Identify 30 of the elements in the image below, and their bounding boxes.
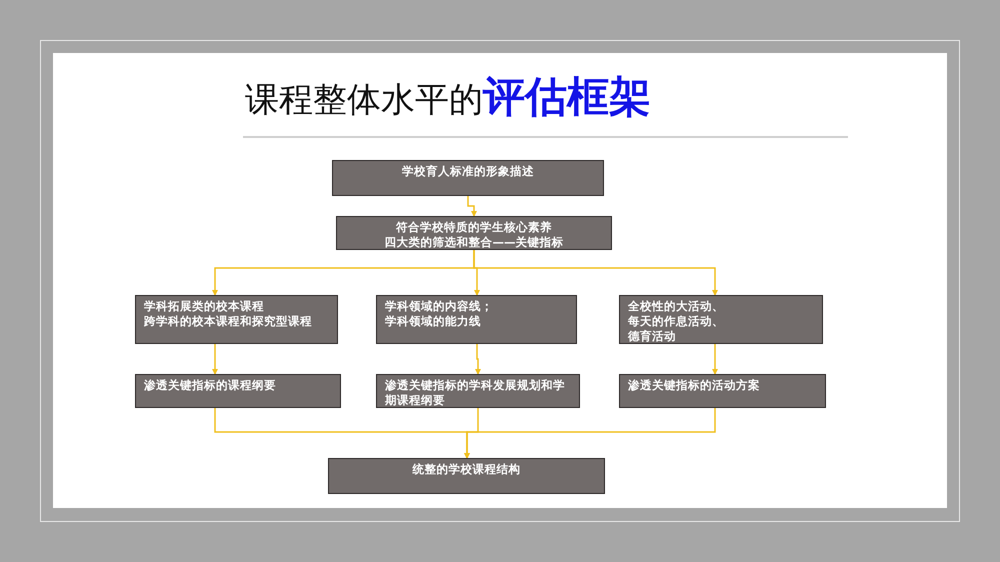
process-box: [619, 295, 823, 344]
process-box: [376, 295, 577, 344]
box-label: 符合学校特质的学生核心素养: [395, 220, 553, 235]
box-label: 学科领域的能力线: [385, 314, 482, 329]
box-label: 德育活动: [628, 329, 677, 344]
process-box: [376, 374, 580, 408]
arrow: [712, 344, 718, 375]
box-label: 每天的作息活动、: [628, 314, 725, 329]
process-box: [619, 374, 826, 408]
box-label: 渗透关键指标的学科发展规划和学期课程纲要: [385, 378, 566, 408]
process-box: [135, 295, 338, 344]
process-box: [135, 374, 341, 408]
arrow: [212, 344, 218, 375]
box-label: 学科领域的内容线；: [385, 299, 494, 314]
box-label: 渗透关键指标的活动方案: [628, 378, 761, 393]
box-label: 全校性的大活动、: [628, 299, 725, 314]
box-label: 学科拓展类的校本课程: [144, 299, 265, 314]
process-box: [332, 160, 604, 196]
arrow: [464, 408, 716, 459]
box-label: 跨学科的校本课程和探究型课程: [144, 314, 313, 329]
title: 课程整体水平的评估框架: [245, 72, 651, 123]
box-label: 统整的学校课程结构: [411, 462, 522, 477]
arrow: [475, 344, 481, 375]
process-box: [328, 458, 605, 494]
arrow: [467, 196, 477, 217]
box-label: 渗透关键指标的课程纲要: [144, 378, 277, 393]
box-label: 四大类的筛选和整合——关键指标: [384, 235, 564, 250]
process-box: [336, 216, 612, 250]
arrow: [473, 250, 718, 296]
box-label: 学校育人标准的形象描述: [401, 164, 535, 179]
